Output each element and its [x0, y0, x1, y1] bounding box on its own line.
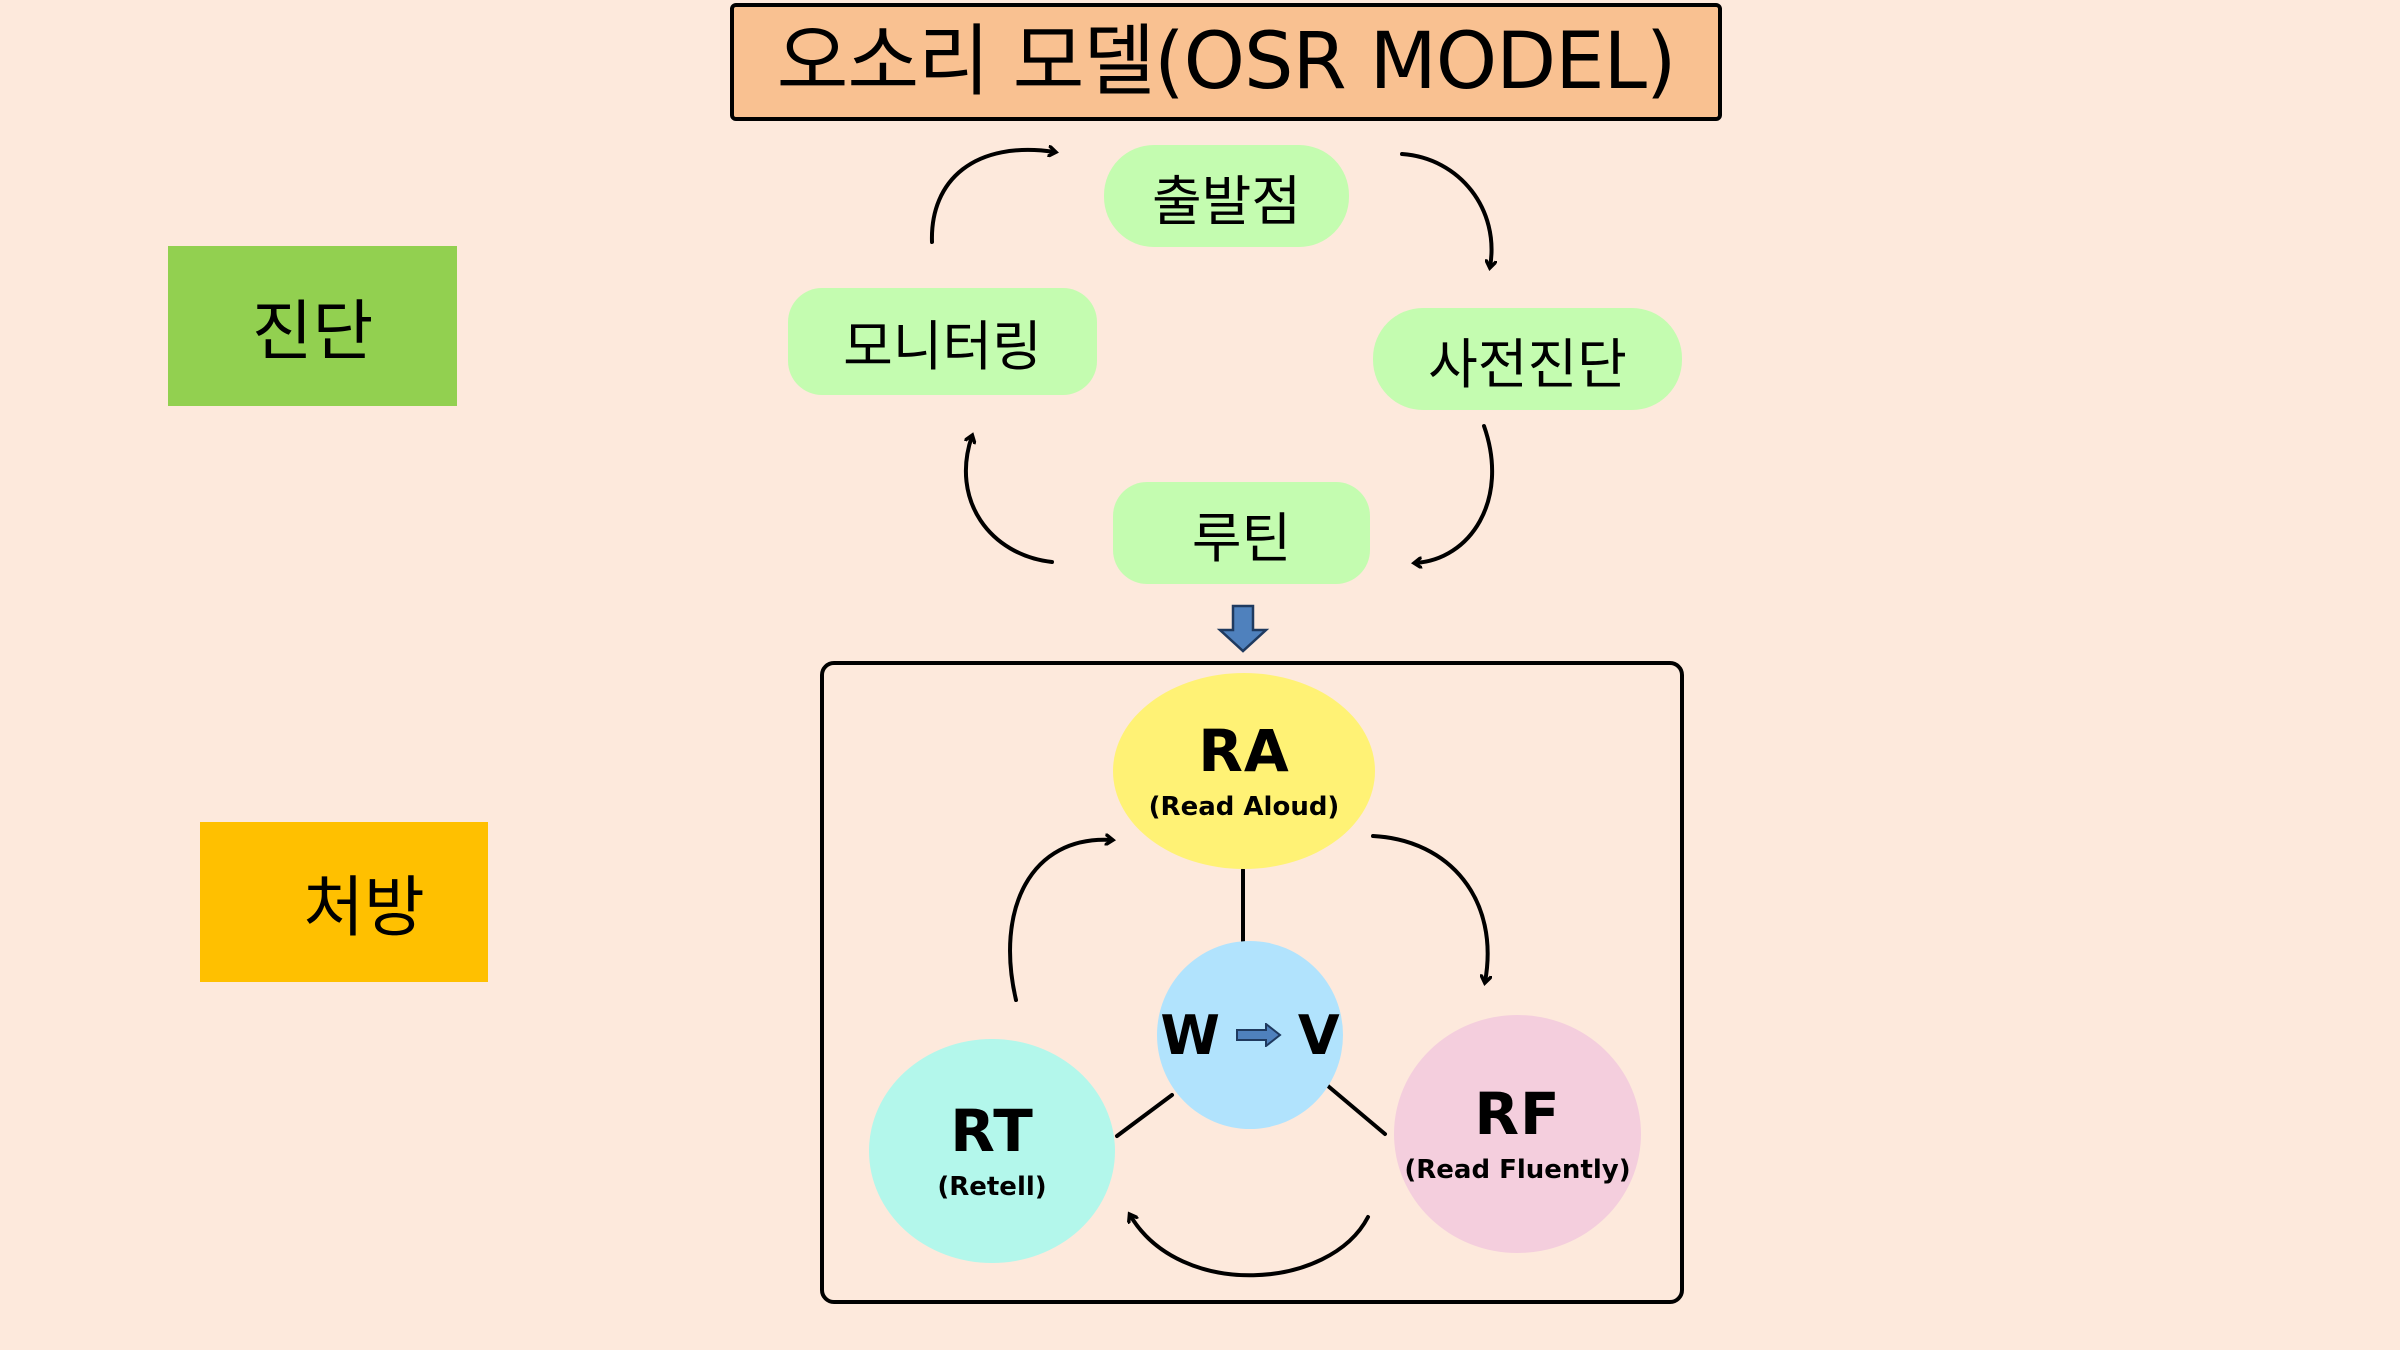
arrow-start-to-pre — [1400, 152, 1492, 267]
right-arrow-icon — [1235, 1023, 1282, 1047]
node-rt-full: (Retell) — [937, 1171, 1047, 1202]
down-arrow-icon — [1216, 604, 1270, 653]
diagnosis-label: 진단 — [168, 246, 457, 406]
node-rf: RF (Read Fluently) — [1394, 1015, 1641, 1253]
node-pre-diagnosis: 사전진단 — [1373, 308, 1682, 410]
prescription-label: 처방 — [200, 822, 488, 982]
node-rt: RT (Retell) — [869, 1039, 1115, 1263]
center-from: W — [1160, 1003, 1220, 1067]
node-rf-abbr: RF — [1474, 1080, 1561, 1149]
page-title: 오소리 모델(OSR MODEL) — [776, 17, 1677, 107]
center-to: V — [1297, 1003, 1340, 1067]
node-center: W V — [1157, 941, 1343, 1129]
node-monitoring: 모니터링 — [788, 288, 1097, 395]
node-rf-full: (Read Fluently) — [1404, 1154, 1631, 1185]
node-ra-full: (Read Aloud) — [1148, 791, 1340, 822]
node-routine-label: 루틴 — [1191, 506, 1292, 570]
title-box: 오소리 모델(OSR MODEL) — [730, 3, 1722, 121]
node-start: 출발점 — [1104, 145, 1349, 247]
node-monitoring-label: 모니터링 — [843, 315, 1042, 378]
node-rt-abbr: RT — [950, 1097, 1034, 1166]
arrow-routine-to-monitoring — [963, 436, 1054, 564]
diagnosis-label-text: 진단 — [251, 293, 374, 370]
prescription-frame — [820, 661, 1684, 1304]
node-routine: 루틴 — [1113, 482, 1370, 584]
node-ra-abbr: RA — [1198, 717, 1290, 786]
node-ra: RA (Read Aloud) — [1113, 673, 1375, 869]
node-pre-diagnosis-label: 사전진단 — [1428, 332, 1627, 396]
arrow-pre-to-routine — [1415, 424, 1495, 563]
node-start-label: 출발점 — [1151, 169, 1302, 233]
prescription-label-text: 처방 — [303, 869, 425, 946]
arrow-monitoring-to-start — [929, 150, 1055, 244]
